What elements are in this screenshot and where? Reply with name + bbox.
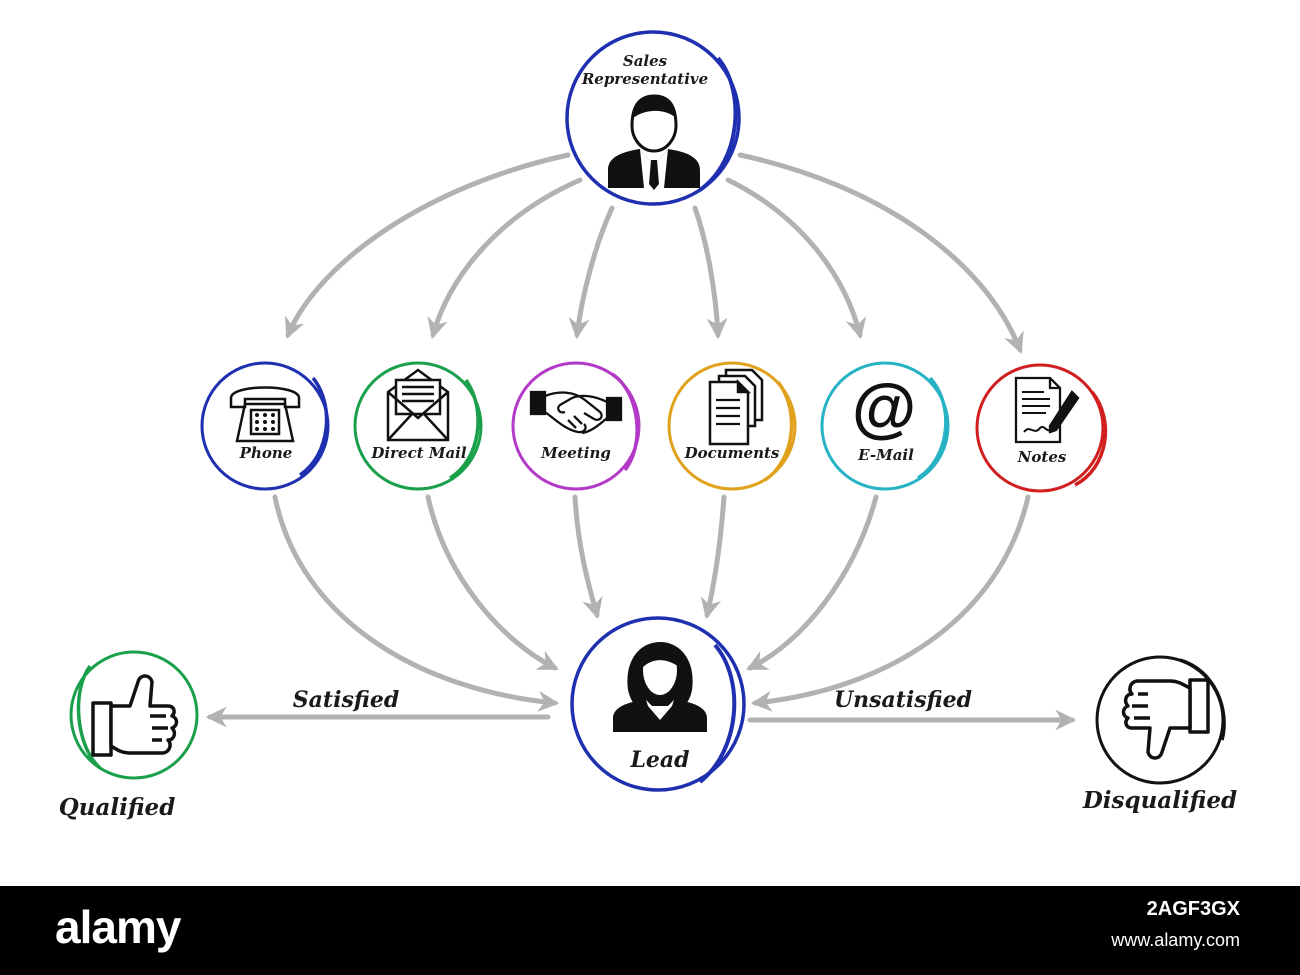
ring-accent <box>610 372 639 472</box>
node-sales-representative: Sales Representative <box>565 30 741 206</box>
ring-accent <box>698 643 737 784</box>
node-disqualified: Disqualified <box>1082 655 1237 814</box>
sales-rep-label-line2: Representative <box>581 70 708 88</box>
brand-logo: alamy <box>55 901 181 953</box>
envelope-icon <box>386 368 450 442</box>
unsatisfied-label: Unsatisfied <box>834 687 972 713</box>
ring-accent <box>1179 658 1226 741</box>
ring-accent <box>698 56 738 192</box>
arrow-documents-to-lead <box>700 494 727 620</box>
ring-accent <box>298 376 329 477</box>
arrow-direct-mail-to-lead <box>425 494 559 671</box>
phone-icon <box>229 386 301 443</box>
node-meeting: Meeting <box>511 361 641 491</box>
notes-label: Notes <box>1017 448 1067 466</box>
arrows-top <box>284 152 1024 354</box>
ring-accent <box>76 664 102 770</box>
phone-label: Phone <box>239 444 293 462</box>
image-id: 2AGF3GX <box>1146 898 1240 920</box>
ring-email <box>820 361 950 491</box>
arrow-meeting-to-lead <box>572 494 603 620</box>
ring-meeting <box>511 361 641 491</box>
qualified-label: Qualified <box>59 794 176 821</box>
node-qualified: Qualified <box>59 650 199 821</box>
arrow-notes-to-lead <box>750 494 1031 712</box>
lead-label: Lead <box>629 747 689 773</box>
ring-accent <box>1074 390 1108 487</box>
documents-icon <box>708 368 764 446</box>
arrow-phone-to-lead <box>272 494 560 712</box>
ring-documents <box>667 361 797 491</box>
ring-accent <box>917 376 948 480</box>
thumbs-up-icon <box>91 674 179 757</box>
satisfied-label: Satisfied <box>293 687 399 713</box>
node-lead: Lead <box>570 616 746 792</box>
ring-direct-mail <box>353 361 483 491</box>
lead-qualification-diagram: Sales Representative Phone <box>59 30 1237 821</box>
ring-accent <box>763 380 794 482</box>
watermark-footer: alamy 2AGF3GX www.alamy.com <box>0 886 1300 975</box>
at-sign-icon: @ <box>852 370 916 444</box>
sales-rep-label-line1: Sales <box>623 52 668 70</box>
email-label: E-Mail <box>857 446 914 464</box>
node-documents: Documents <box>667 361 797 491</box>
businesswoman-icon <box>613 642 707 732</box>
ring-lead <box>570 616 746 792</box>
direct-mail-label: Direct Mail <box>370 444 466 462</box>
handshake-icon <box>529 390 623 435</box>
arrow-email-to-lead <box>746 494 879 671</box>
arrow-rep-to-email <box>725 177 867 340</box>
ring-accent <box>449 378 480 480</box>
ring-notes <box>975 363 1105 493</box>
node-email: @ E-Mail <box>820 361 950 491</box>
arrow-rep-to-meeting <box>568 205 615 340</box>
disqualified-label: Disqualified <box>1082 787 1237 814</box>
arrow-rep-to-documents <box>692 205 728 340</box>
arrow-rep-to-notes <box>737 152 1024 354</box>
node-direct-mail: Direct Mail <box>353 361 483 491</box>
notes-icon <box>1014 376 1080 444</box>
ring-phone <box>200 361 330 491</box>
arrow-rep-to-direct-mail <box>427 177 583 340</box>
brand-url: www.alamy.com <box>1111 930 1240 950</box>
node-notes: Notes <box>975 363 1108 493</box>
arrow-rep-to-phone <box>284 152 571 339</box>
businessman-icon <box>608 94 700 190</box>
node-phone: Phone <box>200 361 330 491</box>
ring-sales-representative <box>565 30 741 206</box>
arrows-bottom <box>272 494 1031 712</box>
documents-label: Documents <box>684 444 780 462</box>
ring-qualified <box>69 650 199 780</box>
meeting-label: Meeting <box>540 444 611 462</box>
thumbs-down-icon <box>1121 678 1210 760</box>
